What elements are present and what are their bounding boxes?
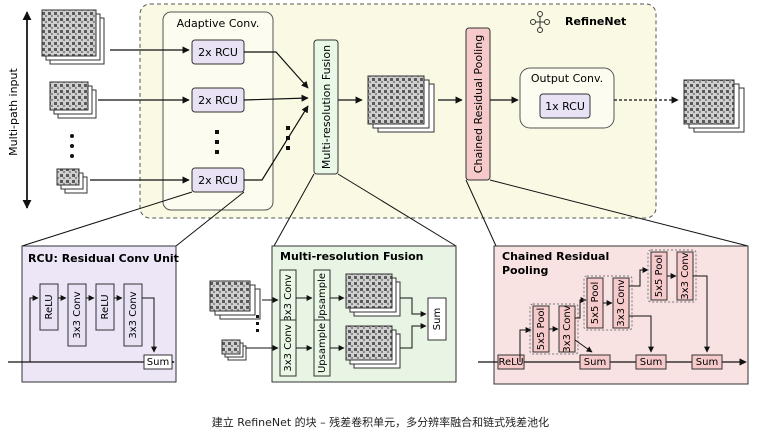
rcu-relu-1-label: ReLU [44, 294, 55, 319]
rcu-arrow-d [142, 297, 157, 353]
input-feature-2 [49, 81, 97, 119]
crp-sum-2 [635, 354, 667, 370]
crp-stage-2 [583, 275, 633, 331]
crp-detail-title-2: Pooling [502, 264, 548, 277]
crp-conv-1 [558, 305, 576, 353]
crp-conv-1-label: 3x3 Conv [562, 305, 573, 352]
rcu-block-3-label: 2x RCU [198, 174, 238, 187]
mrf-block-label: Multi-resolution Fusion [320, 45, 333, 169]
side-label: Multi-path input [7, 67, 20, 155]
crp-conv-2 [612, 277, 630, 329]
zoom-line-crp-right [489, 179, 749, 247]
crp-sum-1 [579, 354, 611, 370]
mrf-sum-label: Sum [432, 308, 443, 330]
output-feature-stack [683, 79, 745, 133]
rcu-conv-2-label: 3x3 Conv [128, 291, 139, 338]
rcu-relu-2-label: ReLU [100, 294, 111, 319]
crp-relu [497, 354, 525, 370]
mrf-arrow-e [400, 297, 427, 317]
rcu1x-block [539, 93, 591, 119]
rcu-sum [143, 354, 173, 370]
mrf-arrow-f [400, 323, 427, 349]
crp-sum-3 [691, 354, 723, 370]
zoom-line-crp-left [465, 179, 497, 247]
rcu-relu-1 [39, 283, 59, 331]
mrf-detail-title: Multi-resolution Fusion [280, 250, 423, 263]
mrf-input-dots [286, 126, 290, 150]
rcu-block-2: 2x RCU [191, 87, 245, 113]
crp-arrow-to-sum3 [693, 275, 710, 353]
crp-branch-1 [519, 327, 532, 362]
mrf-conv-1-label: 3x3 Conv [283, 274, 294, 321]
crp-detail-title-1: Chained Residual [502, 250, 609, 263]
refinenet-label: RefineNet [565, 15, 626, 28]
mrf-upsample-2-label: Upsample [317, 323, 328, 373]
crp-pool-1-label: 5x5 Pool [536, 308, 547, 351]
mrf-detail-feature-1 [345, 273, 401, 317]
crp-stage-1 [529, 303, 579, 355]
mrf-upsample-1-label: Upsample [317, 273, 328, 323]
mrf-block [313, 39, 339, 175]
adaptive-dots [215, 130, 219, 154]
input-feature-3 [56, 168, 88, 194]
mrf-sum [427, 297, 447, 341]
crp-relu-label: ReLU [498, 357, 523, 368]
rcu-detail-title: RCU: Residual Conv Unit [28, 252, 179, 265]
rcu-block-1-label: 2x RCU [198, 46, 238, 59]
zoom-line-mrf-right [337, 173, 457, 247]
output-conv-label: Output Conv. [531, 72, 603, 85]
crp-conv-3-label: 3x3 Conv [680, 252, 691, 299]
crp-pool-3-label: 5x5 Pool [654, 255, 665, 298]
crp-arrow-to-stage2 [575, 297, 587, 319]
crp-block [465, 27, 491, 181]
crp-arrow-to-stage3 [629, 267, 649, 287]
arrow-rcu2-mrf [243, 94, 309, 102]
rcu-conv-1 [67, 283, 87, 347]
refinenet-logo-icon [530, 11, 550, 33]
rcu-block-1: 2x RCU [191, 39, 245, 65]
rcu-block-3: 2x RCU [191, 167, 245, 193]
zoom-line-rcu-left [21, 191, 193, 247]
mrf-detail-dots [256, 315, 259, 332]
mrf-detail-input-2 [221, 339, 247, 361]
rcu-branch-arrow [29, 295, 39, 362]
rcu-relu-2 [95, 283, 115, 331]
rcu-block-2-label: 2x RCU [198, 94, 238, 107]
mrf-detail-input-1 [209, 280, 261, 320]
crp-conv-2-label: 3x3 Conv [616, 279, 627, 326]
adaptive-conv-label: Adaptive Conv. [177, 17, 260, 30]
rcu1x-label: 1x RCU [545, 100, 585, 113]
input-dots [70, 134, 74, 158]
rcu-conv-1-label: 3x3 Conv [72, 291, 83, 338]
crp-arrow-to-sum1 [574, 339, 593, 353]
mid-feature-stack [367, 75, 435, 133]
mrf-conv-2-label: 3x3 Conv [283, 324, 294, 371]
crp-sum-3-label: Sum [696, 357, 718, 368]
crp-pool-2-label: 5x5 Pool [590, 282, 601, 325]
figure-caption: 建立 RefineNet 的块 – 残差卷积单元，多分辨率融合和链式残差池化 [211, 416, 550, 429]
arrow-rcu3-mrf [244, 105, 309, 181]
arrow-rcu1-mrf [244, 51, 309, 89]
crp-sum-1-label: Sum [584, 357, 606, 368]
zoom-line-rcu-right [175, 191, 245, 247]
crp-block-label: Chained Residual Pooling [472, 35, 485, 173]
crp-arrow-to-sum2 [629, 315, 654, 353]
rcu-sum-label: Sum [147, 357, 169, 368]
mrf-detail-feature-2 [345, 325, 401, 369]
input-feature-1 [41, 9, 105, 65]
rcu-conv-2 [123, 283, 143, 347]
zoom-line-mrf-left [273, 173, 315, 247]
crp-sum-2-label: Sum [640, 357, 662, 368]
